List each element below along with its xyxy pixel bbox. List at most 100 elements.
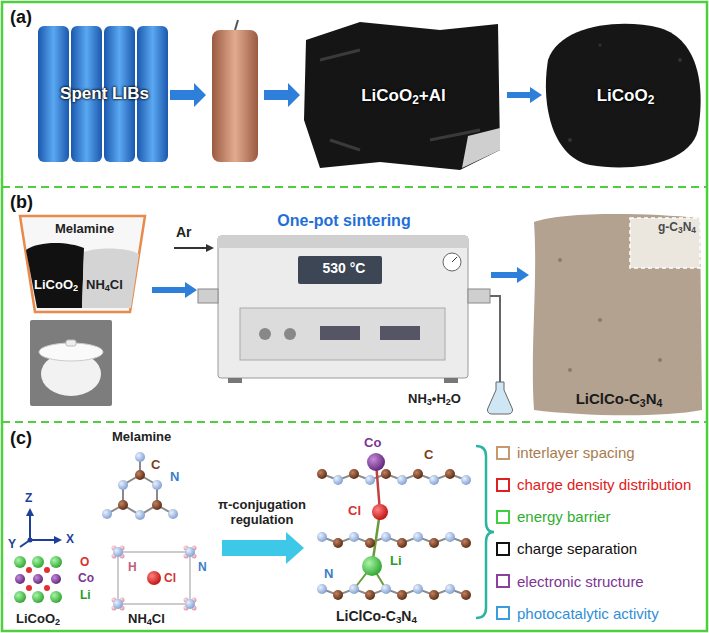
part-label: C (151, 458, 160, 473)
node-text: LiCoO2+Al (303, 86, 504, 106)
part-label: Melamine (112, 430, 171, 445)
nh4cl-cell (113, 599, 123, 609)
powder-photo (678, 58, 682, 62)
licoo2-lattice (32, 591, 44, 603)
doped-carbon-nitride (317, 584, 327, 594)
licoo2-lattice (26, 567, 32, 573)
licoo2-lattice (33, 574, 43, 584)
doped-carbon-nitride (362, 556, 382, 576)
doped-carbon-nitride (365, 590, 375, 600)
tube-furnace (284, 328, 296, 340)
legend-text: interlayer spacing (517, 444, 635, 461)
doped-carbon-nitride (322, 589, 466, 595)
doped-carbon-nitride (429, 538, 439, 548)
arrow-head (530, 87, 542, 103)
subscript: 4 (691, 225, 696, 235)
legend-text: energy barrier (517, 508, 610, 525)
doped-carbon-nitride (413, 469, 423, 479)
subscript: 4 (657, 397, 663, 409)
tube-furnace (452, 257, 457, 262)
doped-carbon-nitride (397, 475, 407, 485)
doped-carbon-nitride (365, 475, 375, 485)
subscript: 4 (411, 614, 416, 625)
doped-carbon-nitride (317, 453, 471, 600)
doped-carbon-nitride (349, 584, 359, 594)
melamine-molecule (152, 500, 162, 510)
gas-inlet-arrow (206, 244, 214, 252)
tube-furnace (380, 326, 420, 340)
part-label: X (66, 533, 74, 547)
legend: interlayer spacingcharge density distrib… (496, 444, 703, 622)
electrode-sheet-photo (462, 128, 500, 168)
crucible-drawing (82, 248, 139, 308)
crucible-photo (30, 320, 112, 406)
panel: (a)Spent LIBsLiCoO2+AlLiCoO2 (4, 4, 705, 185)
gas-inlet-arrow (174, 244, 214, 252)
part-label: Cl (348, 504, 361, 519)
gas-inlet-arrow (174, 247, 208, 249)
legend-row: charge separation (496, 540, 703, 557)
subscript: 4 (105, 283, 110, 293)
subscript: 3 (427, 397, 432, 407)
node-text: Spent LIBs (35, 84, 174, 104)
doped-carbon-nitride (397, 590, 407, 600)
connector-line (152, 287, 187, 293)
legend-swatch (496, 446, 510, 460)
coordinate-axes (26, 508, 34, 516)
crucible-drawing (26, 243, 84, 308)
nh4cl-cell (112, 546, 197, 611)
doped-carbon-nitride (317, 532, 327, 542)
node-text: One-pot sintering (200, 212, 488, 230)
connector-arrow (152, 282, 197, 298)
melamine-molecule (118, 480, 128, 490)
regulation-arrow (222, 532, 304, 564)
product-powder (598, 318, 602, 322)
doped-carbon-nitride (333, 475, 343, 485)
node-text: 530 °C (200, 260, 488, 276)
product-box: LiClCo-C3N4g-C3N4 (532, 212, 706, 416)
subscript: 3 (678, 225, 683, 235)
crucible-photo (30, 320, 112, 406)
process-arrow (264, 83, 300, 107)
nh4cl-cell (185, 599, 195, 609)
licoo2-lattice (50, 556, 62, 568)
subscript: 2 (648, 93, 655, 107)
subscript: 2 (446, 397, 451, 407)
legend-swatch (496, 478, 510, 492)
connector-arrow (491, 267, 529, 283)
part-label: N (324, 567, 333, 582)
figure-frame (2, 186, 707, 188)
doped-carbon-nitride (445, 469, 455, 479)
tube-furnace (198, 236, 490, 383)
legend-row: energy barrier (496, 508, 703, 525)
part-label: Li (80, 589, 91, 603)
subscript: 2 (73, 283, 78, 293)
licoo2-lattice (50, 591, 62, 603)
licoo2-lattice (44, 567, 50, 573)
regulation-arrow (222, 532, 304, 564)
copper-roll-photo (212, 20, 258, 162)
part-label: O (80, 556, 89, 570)
part-label: H (128, 561, 137, 575)
doped-carbon-nitride (381, 469, 391, 479)
part-label: N (198, 561, 207, 575)
tube-furnace (218, 236, 468, 378)
node-text: LiCoO2 (545, 86, 706, 106)
product-powder (630, 218, 700, 268)
licoo2-lattice (26, 585, 32, 591)
doped-carbon-nitride (445, 584, 455, 594)
coordinate-axes (54, 536, 62, 544)
doped-carbon-nitride (381, 584, 391, 594)
doped-carbon-nitride (397, 538, 407, 548)
nh4cl-cell (113, 547, 123, 557)
furnace-box: One-pot sintering 530 °C (200, 212, 488, 384)
melamine-molecule (135, 470, 145, 480)
licoo2-lattice (44, 585, 50, 591)
tube-furnace (198, 289, 218, 303)
panel: (b)MelamineLiCoO2NH4ClOne-pot sintering5… (4, 190, 705, 420)
part-label: NH3•H2O (408, 392, 461, 407)
melamine-molecule (102, 452, 178, 520)
photo-box: Spent LIBs (35, 20, 174, 170)
part-label: N (170, 470, 179, 485)
legend-row: electronic structure (496, 573, 703, 590)
